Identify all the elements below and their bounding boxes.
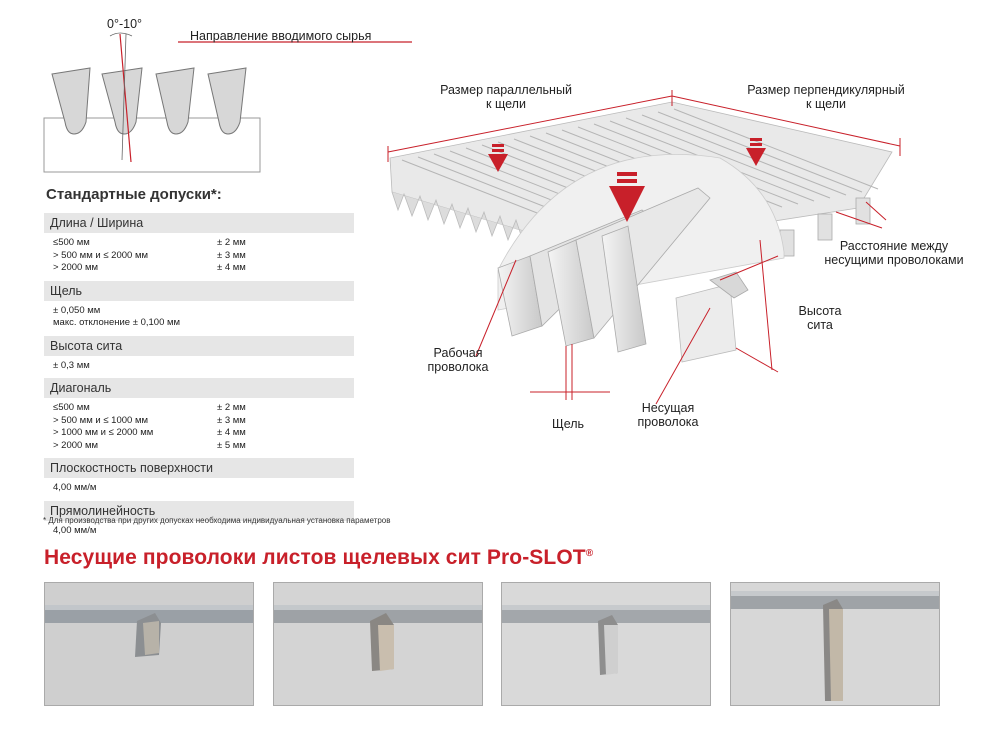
- support-wire-head: [709, 271, 749, 299]
- tolerance-row: ± 0,3 мм: [53, 360, 354, 373]
- row-value: ± 2 мм: [217, 237, 246, 248]
- section-header: Щель: [44, 280, 354, 301]
- red-arrow-icons: [488, 138, 766, 222]
- label-line: Размер перпендикулярный: [747, 83, 905, 97]
- tolerance-row: > 500 мм и ≤ 2000 мм ± 3 мм: [53, 250, 354, 263]
- row-condition: ± 0,050 мм: [53, 304, 101, 316]
- label-line: Несущая: [641, 401, 695, 415]
- wedge-4: [207, 67, 247, 135]
- label-line: Расстояние между: [839, 239, 949, 253]
- registered-mark: ®: [585, 548, 594, 559]
- feed-direction-label: Направление вводимого сырья: [190, 29, 372, 43]
- label-line: проволока: [637, 415, 699, 429]
- tolerance-row: 4,00 мм/м: [53, 482, 354, 495]
- row-condition: > 2000 мм: [53, 262, 99, 273]
- section-header: Прямолинейность: [44, 500, 354, 521]
- label-line: несущими проволоками: [824, 253, 964, 267]
- row-condition: ≤500 мм: [53, 402, 90, 413]
- tolerances-table: Длина / Ширина ≤500 мм ± 2 мм > 500 мм и …: [44, 211, 354, 541]
- label-line: сита: [807, 318, 833, 332]
- tolerance-section: Щель ± 0,050 мм макс. отклонение ± 0,100…: [44, 280, 354, 334]
- arrow-down-icon: [746, 138, 766, 166]
- tolerance-section: Диагональ ≤500 мм ± 2 мм > 500 мм и ≤ 100…: [44, 378, 354, 456]
- label-line: к щели: [806, 97, 846, 111]
- row-value: ± 4 мм: [217, 427, 246, 438]
- label-line: проволока: [427, 360, 489, 374]
- row-condition: > 500 мм и ≤ 2000 мм: [53, 249, 149, 261]
- tolerance-section: Длина / Ширина ≤500 мм ± 2 мм > 500 мм и …: [44, 213, 354, 279]
- section-header: Длина / Ширина: [44, 213, 354, 233]
- working-wire-label: Рабочая проволока: [408, 346, 508, 374]
- feed-angle-diagram: [40, 10, 420, 180]
- angle-line-red: [119, 33, 132, 163]
- tolerance-row: ± 0,050 мм: [53, 305, 354, 318]
- zoom-wires: [497, 187, 711, 353]
- tolerance-row: 4,00 мм/м: [53, 525, 354, 538]
- sieve-illustration-svg: [387, 90, 901, 405]
- tolerances-footnote: * Для производства при других допусках н…: [43, 516, 391, 525]
- wedge-1: [51, 67, 91, 135]
- row-condition: 4,00 мм/м: [53, 524, 97, 536]
- tolerance-row: > 2000 мм ± 5 мм: [53, 440, 354, 453]
- support-block: [675, 283, 737, 363]
- wedge-2: [101, 67, 143, 135]
- support-wire-photo-3: [501, 582, 711, 706]
- section-header: Плоскостность поверхности: [44, 458, 354, 478]
- label-line: Высота: [798, 304, 842, 318]
- tolerance-row: макс. отклонение ± 0,100 мм: [53, 317, 354, 330]
- row-value: ± 4 мм: [217, 262, 246, 273]
- row-condition: 4,00 мм/м: [53, 482, 97, 493]
- tolerance-row: ≤500 мм ± 2 мм: [53, 402, 354, 415]
- sieve-3d-diagram: [380, 80, 986, 500]
- tolerance-row: > 1000 мм и ≤ 2000 мм ± 4 мм: [53, 427, 354, 440]
- wedge-wire-angle-svg: [43, 32, 412, 173]
- tolerance-row: ≤500 мм ± 2 мм: [53, 237, 354, 250]
- tolerance-section: Высота сита ± 0,3 мм: [44, 335, 354, 377]
- angle-label: 0°-10°: [107, 17, 143, 31]
- row-value: ± 3 мм: [217, 414, 246, 426]
- row-value: ± 5 мм: [217, 439, 246, 451]
- row-condition: ≤500 мм: [53, 237, 90, 248]
- tolerance-section: Прямолинейность 4,00 мм/м: [44, 500, 354, 542]
- angle-line-gray: [121, 33, 127, 161]
- row-condition: макс. отклонение ± 0,100 мм: [53, 317, 181, 328]
- title-text: Несущие проволоки листов щелевых сит Pro…: [44, 546, 586, 569]
- sieve-height-label: Высота сита: [782, 304, 858, 332]
- parallel-size-label: Размер параллельный к щели: [420, 83, 592, 111]
- support-wire-photo-2: [273, 582, 483, 706]
- arrow-down-icon: [488, 144, 508, 172]
- row-condition: > 2000 мм: [53, 439, 99, 451]
- row-value: ± 3 мм: [217, 249, 246, 261]
- section-header: Диагональ: [44, 378, 354, 398]
- support-wires-title: Несущие проволоки листов щелевых сит Pro…: [44, 546, 593, 570]
- tolerance-row: > 500 мм и ≤ 1000 мм ± 3 мм: [53, 415, 354, 428]
- row-value: ± 2 мм: [217, 402, 246, 413]
- label-line: к щели: [486, 97, 526, 111]
- tolerance-section: Плоскостность поверхности 4,00 мм/м: [44, 458, 354, 499]
- support-wire-label: Несущая проволока: [620, 401, 716, 429]
- row-condition: > 500 мм и ≤ 1000 мм: [53, 414, 149, 426]
- perpendicular-size-label: Размер перпендикулярный к щели: [720, 83, 932, 111]
- row-condition: > 1000 мм и ≤ 2000 мм: [53, 427, 154, 438]
- tolerances-title: Стандартные допуски*:: [46, 186, 222, 203]
- label-line: Размер параллельный: [440, 83, 572, 97]
- row-condition: ± 0,3 мм: [53, 359, 90, 371]
- support-wire-photo-4: [730, 582, 940, 706]
- label-line: Рабочая: [433, 346, 483, 360]
- tolerance-row: > 2000 мм ± 4 мм: [53, 262, 354, 275]
- angle-arc: [109, 32, 133, 37]
- arrow-down-big-icon: [609, 172, 645, 222]
- wedge-3: [155, 67, 195, 135]
- section-header: Высота сита: [44, 335, 354, 356]
- support-wire-photo-1: [44, 582, 254, 706]
- support-spacing-label: Расстояние между несущими проволоками: [804, 239, 984, 267]
- slot-label: Щель: [551, 417, 585, 431]
- dimension-lines: [387, 90, 901, 405]
